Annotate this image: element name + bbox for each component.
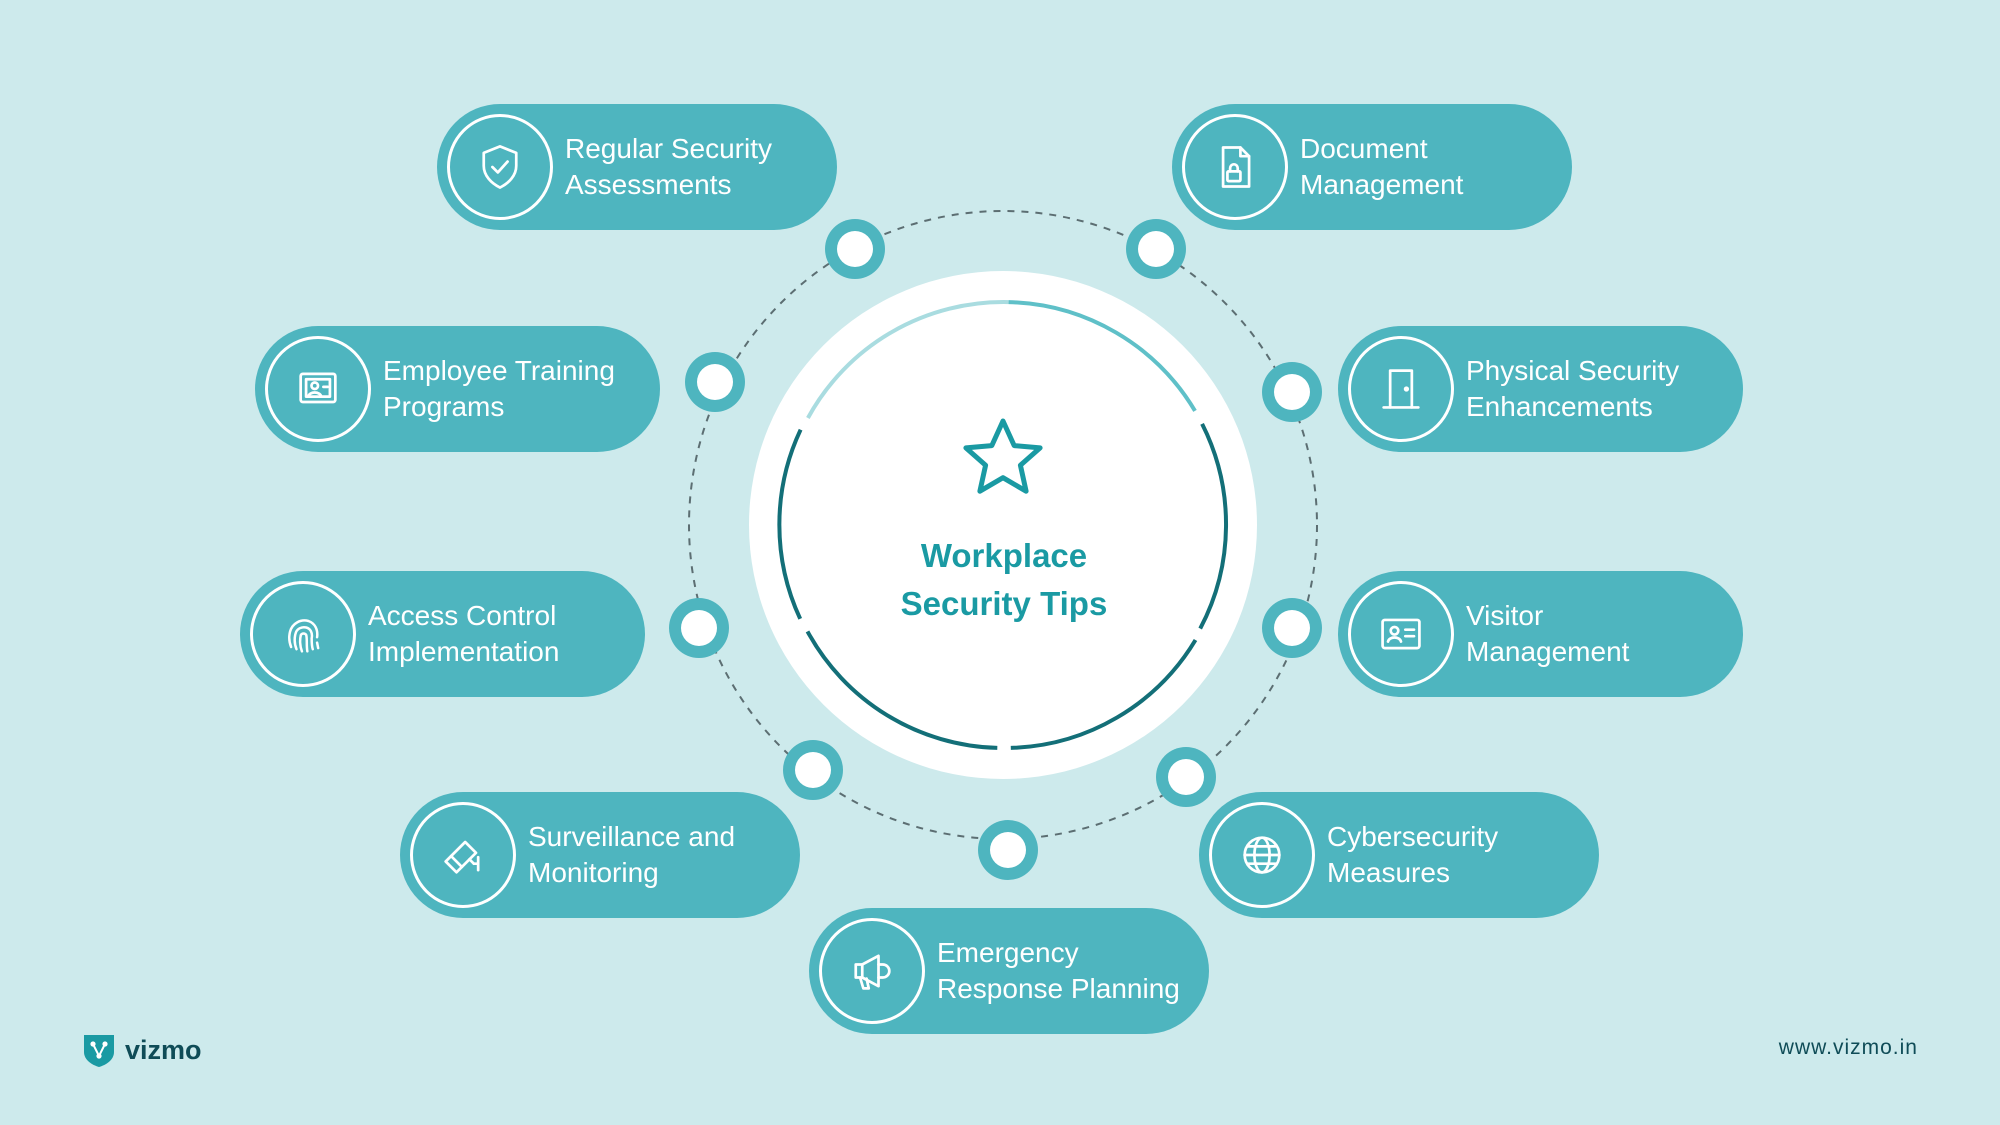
orbit-node [1156,747,1216,807]
tip-visitor-management: Visitor Management [1338,571,1743,697]
inner-ring-arc-left [777,428,803,620]
tip-label-line2: Measures [1327,857,1450,888]
tip-label: Physical Security Enhancements [1466,353,1679,425]
tip-label: Cybersecurity Measures [1327,819,1498,891]
tip-label-line2: Monitoring [528,857,659,888]
center-title: Workplace Security Tips [804,532,1204,628]
tip-employee-training-programs: Employee Training Programs [255,326,660,452]
tip-label: Regular Security Assessments [565,131,772,203]
cctv-camera-icon [404,796,522,914]
tip-label-line2: Programs [383,391,505,422]
tip-label-line2: Implementation [368,636,560,667]
tip-label: Employee Training Programs [383,353,615,425]
tip-label: Emergency Response Planning [937,935,1180,1007]
globe-icon [1203,796,1321,914]
tip-label-line1: Cybersecurity [1327,821,1499,852]
tip-label-line1: Emergency [937,937,1079,968]
tip-regular-security-assessments: Regular Security Assessments [437,104,837,230]
orbit-node [1262,598,1322,658]
center-title-line2: Security Tips [900,585,1108,622]
orbit-node [825,219,885,279]
orbit-node [685,352,745,412]
tip-access-control-implementation: Access Control Implementation [240,571,645,697]
brand-name: vizmo [125,1034,202,1065]
center-title-line1: Workplace [920,537,1088,574]
tip-cybersecurity-measures: Cybersecurity Measures [1199,792,1599,918]
center-circle [749,271,1257,779]
vizmo-logo-icon [84,1035,114,1067]
tip-label-line1: Employee Training [383,355,615,386]
tip-label: Document Management [1300,131,1463,203]
orbit-node [1126,219,1186,279]
tip-label-line2: Management [1466,636,1630,667]
door-icon [1342,330,1460,448]
tip-document-management: Document Management [1172,104,1572,230]
tip-label-line2: Assessments [565,169,732,200]
orbit-node [669,598,729,658]
website-url: www.vizmo.in [1778,1036,1918,1059]
presentation-icon [259,330,377,448]
orbit-node [1262,362,1322,422]
tip-label: Visitor Management [1466,598,1629,670]
inner-ring-arc-right [1198,422,1229,630]
tip-physical-security-enhancements: Physical Security Enhancements [1338,326,1743,452]
tip-surveillance-and-monitoring: Surveillance and Monitoring [400,792,800,918]
orbit-node [978,820,1038,880]
tip-label: Access Control Implementation [368,598,559,670]
brand-logo: vizmo [82,1032,202,1068]
id-card-icon [1342,575,1460,693]
tip-label-line1: Visitor [1466,600,1544,631]
tip-label-line1: Surveillance and [528,821,736,852]
tip-label-line2: Response Planning [937,973,1180,1004]
inner-ring-arc-bottom [1010,638,1198,750]
tip-label-line1: Regular Security [565,133,772,164]
shield-check-icon [441,108,559,226]
tip-label-line2: Enhancements [1466,391,1653,422]
document-lock-icon [1176,108,1294,226]
inner-ring-arc-bottom [805,630,998,750]
orbit-node [783,740,843,800]
megaphone-icon [813,912,931,1030]
tip-label-line1: Access Control [368,600,557,631]
tip-label-line1: Document [1300,133,1428,164]
tip-emergency-response-planning: Emergency Response Planning [809,908,1209,1034]
inner-ring-arc-light [1008,300,1197,412]
star-icon [963,418,1043,494]
tip-label-line2: Management [1300,169,1464,200]
tip-label-line1: Physical Security [1466,355,1680,386]
tip-label: Surveillance and Monitoring [528,819,735,891]
fingerprint-icon [244,575,362,693]
inner-ring-arc-light [806,300,1009,419]
